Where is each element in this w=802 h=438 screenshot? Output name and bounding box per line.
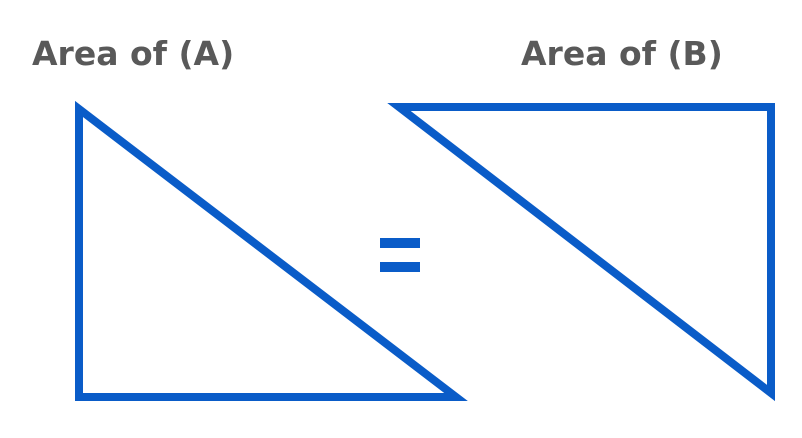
area-b-label: Area of (B) bbox=[521, 34, 723, 73]
equals-sign-bottom-bar bbox=[380, 262, 420, 272]
equals-sign-top-bar bbox=[380, 238, 420, 248]
triangle-b bbox=[387, 103, 775, 402]
triangle-a bbox=[75, 100, 468, 401]
area-a-label: Area of (A) bbox=[32, 34, 235, 73]
